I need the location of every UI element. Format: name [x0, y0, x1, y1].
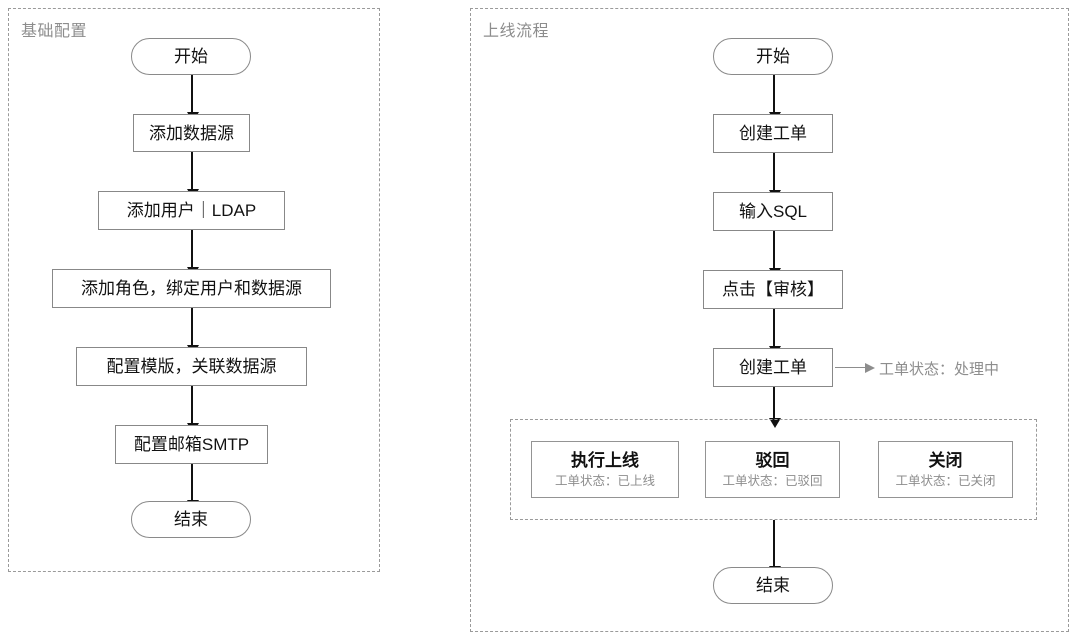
- arrow-basic-3: [187, 230, 199, 277]
- node-basic-config-smtp[interactable]: 配置邮箱SMTP: [115, 425, 268, 464]
- node-release-click-review[interactable]: 点击【审核】: [703, 270, 843, 309]
- arrow-release-2: [769, 153, 781, 200]
- status-node-status: 工单状态：已关闭: [895, 473, 996, 488]
- ticket-status-note: 工单状态：处理中: [879, 361, 1000, 378]
- arrow-release-3: [769, 231, 781, 278]
- panel-release-flow: 上线流程: [470, 8, 1069, 632]
- status-node-title: 执行上线: [571, 450, 639, 470]
- status-node-close[interactable]: 关闭 工单状态：已关闭: [878, 441, 1013, 498]
- status-node-status: 工单状态：已上线: [554, 473, 655, 488]
- node-basic-end[interactable]: 结束: [131, 501, 251, 538]
- arrow-release-1: [769, 75, 781, 122]
- arrow-release-6: [769, 520, 781, 576]
- node-release-create-ticket[interactable]: 创建工单: [713, 114, 833, 153]
- status-node-reject[interactable]: 驳回 工单状态：已驳回: [705, 441, 840, 498]
- panel-basic-config-label: 基础配置: [21, 23, 88, 40]
- node-basic-start[interactable]: 开始: [131, 38, 251, 75]
- branch-group-container: [510, 419, 1037, 520]
- status-node-status: 工单状态：已驳回: [722, 473, 823, 488]
- node-basic-add-user-ldap[interactable]: 添加用户｜LDAP: [98, 191, 285, 230]
- node-release-create-ticket-2[interactable]: 创建工单: [713, 348, 833, 387]
- node-release-end[interactable]: 结束: [713, 567, 833, 604]
- arrow-basic-1: [187, 75, 199, 122]
- node-release-input-sql[interactable]: 输入SQL: [713, 192, 833, 231]
- status-node-execute-release[interactable]: 执行上线 工单状态：已上线: [531, 441, 679, 498]
- arrow-release-5: [769, 387, 781, 428]
- node-basic-add-datasource[interactable]: 添加数据源: [133, 114, 250, 152]
- arrow-release-4: [769, 309, 781, 356]
- node-release-start[interactable]: 开始: [713, 38, 833, 75]
- arrow-basic-5: [187, 386, 199, 433]
- node-basic-add-role[interactable]: 添加角色，绑定用户和数据源: [52, 269, 331, 308]
- arrow-ticket-status-note: [835, 362, 875, 373]
- panel-release-flow-label: 上线流程: [483, 23, 550, 40]
- status-node-title: 关闭: [928, 450, 963, 470]
- node-basic-config-template[interactable]: 配置模版，关联数据源: [76, 347, 307, 386]
- arrow-basic-2: [187, 152, 199, 199]
- arrow-basic-6: [187, 464, 199, 510]
- panel-basic-config: 基础配置: [8, 8, 380, 572]
- arrow-basic-4: [187, 308, 199, 355]
- status-node-title: 驳回: [755, 450, 790, 470]
